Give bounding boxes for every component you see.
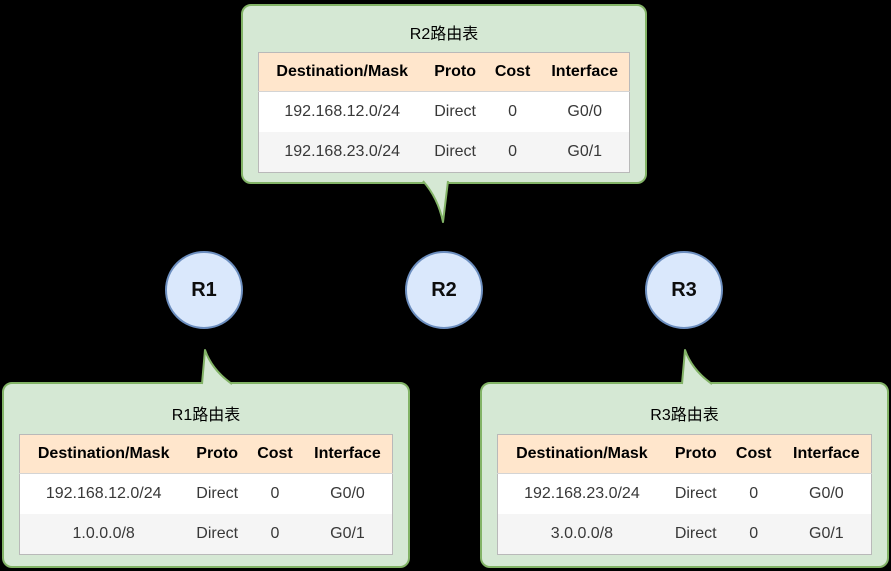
column-header-proto: Proto bbox=[665, 434, 726, 474]
table-header-row: Destination/Mask Proto Cost Interface bbox=[19, 434, 393, 474]
table-row: 192.168.23.0/24 Direct 0 G0/0 bbox=[498, 474, 872, 515]
router-label: R1 bbox=[191, 278, 217, 301]
r1-table-title: R1路由表 bbox=[171, 407, 241, 424]
table-row: 3.0.0.0/8 Direct 0 G0/1 bbox=[497, 514, 872, 555]
r3-routing-table: Destination/Mask Proto Cost Interface 19… bbox=[497, 434, 872, 555]
r3-routing-table-callout: R3路由表 Destination/Mask Proto Cost Interf… bbox=[480, 382, 889, 568]
r1-callout-tail bbox=[201, 349, 233, 385]
column-header-destination: Destination/Mask bbox=[19, 434, 188, 474]
cell-interface: G0/0 bbox=[809, 485, 844, 502]
table-row: 192.168.12.0/24 Direct 0 G0/0 bbox=[259, 92, 630, 133]
column-header-interface: Interface bbox=[302, 434, 393, 474]
cell-destination: 192.168.23.0/24 bbox=[284, 143, 401, 160]
table-header-row: Destination/Mask Proto Cost Interface bbox=[258, 52, 630, 92]
cell-interface: G0/1 bbox=[567, 143, 603, 160]
cell-proto: Direct bbox=[674, 525, 717, 542]
router-node-r3: R3 bbox=[645, 251, 723, 329]
cell-cost: 0 bbox=[749, 485, 759, 502]
column-header-cost: Cost bbox=[484, 52, 541, 92]
r2-table-title: R2路由表 bbox=[409, 26, 479, 43]
cell-proto: Direct bbox=[674, 485, 717, 502]
r2-routing-table: Destination/Mask Proto Cost Interface 19… bbox=[258, 52, 630, 173]
cell-proto: Direct bbox=[196, 485, 239, 502]
column-header-proto: Proto bbox=[187, 434, 248, 474]
r3-table-title: R3路由表 bbox=[650, 407, 719, 424]
cell-cost: 0 bbox=[508, 143, 518, 160]
cell-destination: 192.168.12.0/24 bbox=[284, 103, 401, 120]
table-row: 192.168.23.0/24 Direct 0 G0/1 bbox=[258, 132, 630, 173]
r2-routing-table-callout: R2路由表 Destination/Mask Proto Cost Interf… bbox=[241, 4, 647, 184]
cell-cost: 0 bbox=[508, 103, 518, 120]
router-label: R3 bbox=[671, 278, 697, 301]
cell-destination: 1.0.0.0/8 bbox=[72, 525, 135, 542]
cell-interface: G0/1 bbox=[809, 525, 844, 542]
router-node-r1: R1 bbox=[165, 251, 243, 329]
cell-proto: Direct bbox=[196, 525, 239, 542]
cell-cost: 0 bbox=[749, 525, 759, 542]
column-header-proto: Proto bbox=[425, 52, 485, 92]
table-row: 192.168.12.0/24 Direct 0 G0/0 bbox=[20, 474, 393, 515]
r2-callout-tail bbox=[422, 180, 449, 223]
column-header-interface: Interface bbox=[781, 434, 872, 474]
column-header-destination: Destination/Mask bbox=[258, 52, 426, 92]
column-header-interface: Interface bbox=[540, 52, 630, 92]
cell-cost: 0 bbox=[270, 485, 280, 502]
cell-proto: Direct bbox=[434, 103, 476, 120]
cell-interface: G0/0 bbox=[330, 485, 365, 502]
router-label: R2 bbox=[431, 278, 457, 301]
cell-destination: 192.168.23.0/24 bbox=[524, 485, 640, 502]
r1-routing-table-callout: R1路由表 Destination/Mask Proto Cost Interf… bbox=[2, 382, 410, 568]
cell-proto: Direct bbox=[434, 143, 476, 160]
table-header-row: Destination/Mask Proto Cost Interface bbox=[497, 434, 872, 474]
cell-interface: G0/0 bbox=[567, 103, 603, 120]
column-header-destination: Destination/Mask bbox=[497, 434, 666, 474]
cell-destination: 192.168.12.0/24 bbox=[45, 485, 162, 502]
cell-interface: G0/1 bbox=[330, 525, 365, 542]
router-node-r2: R2 bbox=[405, 251, 483, 329]
cell-destination: 3.0.0.0/8 bbox=[550, 525, 614, 542]
column-header-cost: Cost bbox=[725, 434, 782, 474]
cell-cost: 0 bbox=[270, 525, 280, 542]
column-header-cost: Cost bbox=[247, 434, 303, 474]
r1-routing-table: Destination/Mask Proto Cost Interface 19… bbox=[19, 434, 393, 555]
table-row: 1.0.0.0/8 Direct 0 G0/1 bbox=[19, 514, 393, 555]
r3-callout-tail bbox=[681, 349, 713, 385]
